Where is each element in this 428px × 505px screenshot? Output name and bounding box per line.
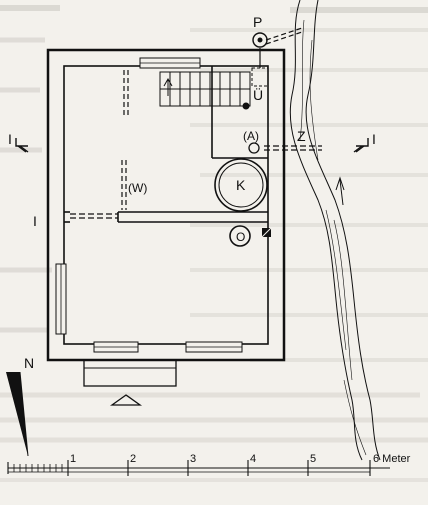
label-p: P xyxy=(253,14,262,30)
well-p xyxy=(252,32,268,48)
inner-wall xyxy=(63,65,269,345)
stove-o xyxy=(229,225,272,247)
label-section-left: I xyxy=(8,131,12,147)
fitting-a xyxy=(248,142,260,154)
staircase xyxy=(159,71,251,110)
label-a: (A) xyxy=(243,129,259,143)
stair-post xyxy=(242,102,250,110)
label-north: N xyxy=(24,355,34,371)
tank-k xyxy=(214,158,268,212)
scale-label-5: 5 xyxy=(310,453,316,465)
label-section-right: I xyxy=(372,131,376,147)
pipe-top xyxy=(265,27,303,41)
label-o: O xyxy=(236,230,245,244)
entrance-arrow xyxy=(109,394,143,406)
building-walls xyxy=(46,48,286,362)
scale-label-1: 1 xyxy=(70,453,76,465)
stream-bank-right xyxy=(305,0,381,461)
stair-arrow xyxy=(163,77,173,96)
window-left xyxy=(55,263,67,335)
scale-bar xyxy=(7,460,390,476)
scale-label-6-meter: 6 Meter xyxy=(373,453,411,465)
scale-label-3: 3 xyxy=(190,453,196,465)
pipes xyxy=(70,27,322,219)
show-through-background xyxy=(0,5,428,482)
window-top xyxy=(139,57,201,69)
label-z: Z xyxy=(297,128,306,144)
label-k: K xyxy=(236,177,246,193)
section-marker-left xyxy=(15,138,29,153)
scale-label-2: 2 xyxy=(130,453,136,465)
scale-label-4: 4 xyxy=(250,453,256,465)
window-bottom-left xyxy=(93,341,139,353)
label-i: I xyxy=(33,213,37,229)
flow-arrow xyxy=(339,179,344,206)
flow-arrowhead xyxy=(335,176,345,191)
stream xyxy=(289,0,381,461)
label-u: Ü xyxy=(253,86,263,103)
entrance-steps xyxy=(83,359,177,387)
window-bottom-right xyxy=(185,341,243,353)
stream-bank-left xyxy=(289,0,363,461)
u-pipe-box xyxy=(251,67,269,87)
label-w: (W) xyxy=(128,181,147,195)
section-marker-right xyxy=(353,138,369,153)
north-arrow xyxy=(6,371,29,457)
